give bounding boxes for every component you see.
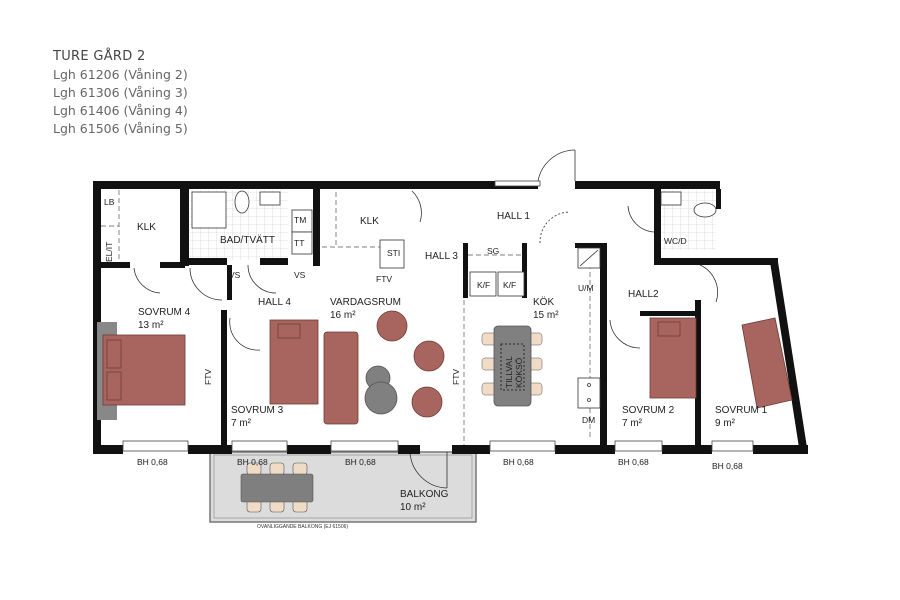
unit-line: Lgh 61206 (Våning 2) xyxy=(53,67,188,82)
klk-mid-label: KLK xyxy=(360,216,379,227)
ftv-top-label: FTV xyxy=(376,274,392,284)
vs-label: VS xyxy=(294,270,306,280)
windows xyxy=(122,180,754,452)
window-labels: BH 0,68 BH 0,68 BH 0,68 BH 0,68 BH 0,68 … xyxy=(137,457,743,471)
balkong-area: 10 m² xyxy=(400,502,426,513)
klk-left-label: KLK xyxy=(137,222,156,233)
hall2-label: HALL2 xyxy=(628,289,659,300)
sovrum4-label: SOVRUM 4 xyxy=(138,307,191,318)
window-height-label: BH 0,68 xyxy=(712,461,743,471)
window-height-label: BH 0,68 xyxy=(237,457,268,467)
unit-line: Lgh 61306 (Våning 3) xyxy=(53,85,188,100)
balcony-note: OVANLIGGANDE BALKONG (EJ 61506) xyxy=(257,524,348,530)
wcd-label: WC/D xyxy=(664,236,687,246)
unit-line: Lgh 61406 (Våning 4) xyxy=(53,103,188,118)
room-labels: LB EL/IT KLK BAD/TVÄTT TM TT VS VS KLK S… xyxy=(104,197,768,513)
bathroom-fixtures xyxy=(191,190,717,409)
bad-tvatt-label: BAD/TVÄTT xyxy=(220,234,275,246)
kok-label: KÖK xyxy=(533,296,554,308)
sovrum3-area: 7 m² xyxy=(231,418,252,429)
window-height-label: BH 0,68 xyxy=(503,457,534,467)
unit-line: Lgh 61506 (Våning 5) xyxy=(53,121,188,136)
lb-label: LB xyxy=(104,197,115,207)
tm-label: TM xyxy=(294,215,306,225)
kf-label: K/F xyxy=(477,280,490,290)
tillval-label-1: TILLVAL xyxy=(504,356,514,388)
sovrum2-area: 7 m² xyxy=(622,418,643,429)
sovrum4-area: 13 m² xyxy=(138,320,164,331)
um-label: U/M xyxy=(578,283,594,293)
sg-label: SG xyxy=(487,246,499,256)
sovrum2-label: SOVRUM 2 xyxy=(622,405,675,416)
balkong-label: BALKONG xyxy=(400,489,449,500)
sovrum1-label: SOVRUM 1 xyxy=(715,405,768,416)
door-swings xyxy=(133,149,718,351)
tillval-label-2: KÖKSÖ xyxy=(514,357,524,388)
living-room-furniture xyxy=(323,310,445,425)
beds xyxy=(97,317,793,420)
walls xyxy=(93,181,808,454)
sovrum3-label: SOVRUM 3 xyxy=(231,405,284,416)
vs-label: VS xyxy=(229,270,241,280)
kitchen-island: TILLVAL KÖKSÖ xyxy=(481,325,543,407)
dm-label: DM xyxy=(582,415,595,425)
ftv-mid-label: FTV xyxy=(451,369,461,385)
ftv-left-label: FTV xyxy=(203,369,213,385)
vardagsrum-label: VARDAGSRUM xyxy=(330,297,401,308)
window-height-label: BH 0,68 xyxy=(137,457,168,467)
kf-label: K/F xyxy=(503,280,516,290)
project-title: TURE GÅRD 2 xyxy=(53,49,146,64)
sti-label: STI xyxy=(387,248,400,258)
balcony xyxy=(209,451,477,523)
sovrum1-area: 9 m² xyxy=(715,418,736,429)
kok-area: 15 m² xyxy=(533,310,559,321)
window-height-label: BH 0,68 xyxy=(618,457,649,467)
hall1-label: HALL 1 xyxy=(497,211,530,222)
tt-label: TT xyxy=(294,238,304,248)
vardagsrum-area: 16 m² xyxy=(330,310,356,321)
elit-label: EL/IT xyxy=(104,242,114,262)
window-height-label: BH 0,68 xyxy=(345,457,376,467)
hall3-label: HALL 3 xyxy=(425,251,458,262)
title-block: TURE GÅRD 2 Lgh 61206 (Våning 2) Lgh 613… xyxy=(53,48,188,138)
balcony-dining-table xyxy=(240,462,314,513)
hall4-label: HALL 4 xyxy=(258,297,291,308)
